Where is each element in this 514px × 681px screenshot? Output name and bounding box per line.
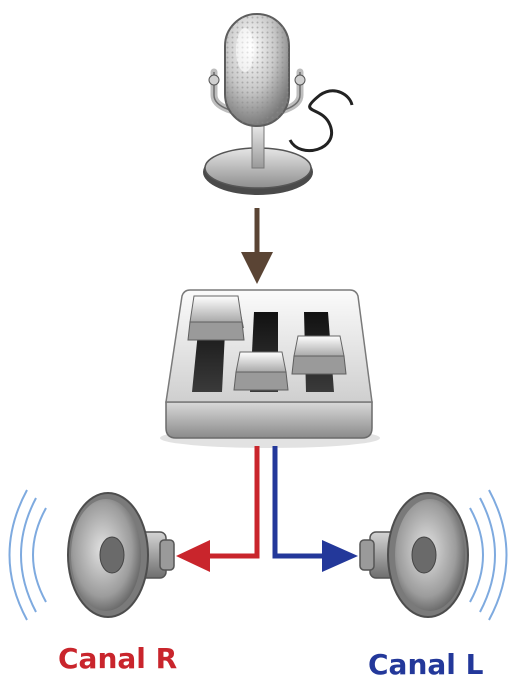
signal-arrow-down — [241, 208, 273, 284]
sound-waves-icon — [470, 490, 507, 620]
right-channel-route — [176, 446, 257, 572]
label-left-channel: Canal L — [368, 648, 483, 681]
mixer-console-icon — [160, 290, 380, 448]
speaker-left-channel-icon — [360, 490, 507, 620]
sound-waves-icon — [10, 490, 47, 620]
label-right-channel: Canal R — [58, 642, 177, 675]
microphone-icon — [203, 14, 352, 195]
left-channel-route — [275, 446, 358, 572]
speaker-right-channel-icon — [10, 490, 175, 620]
